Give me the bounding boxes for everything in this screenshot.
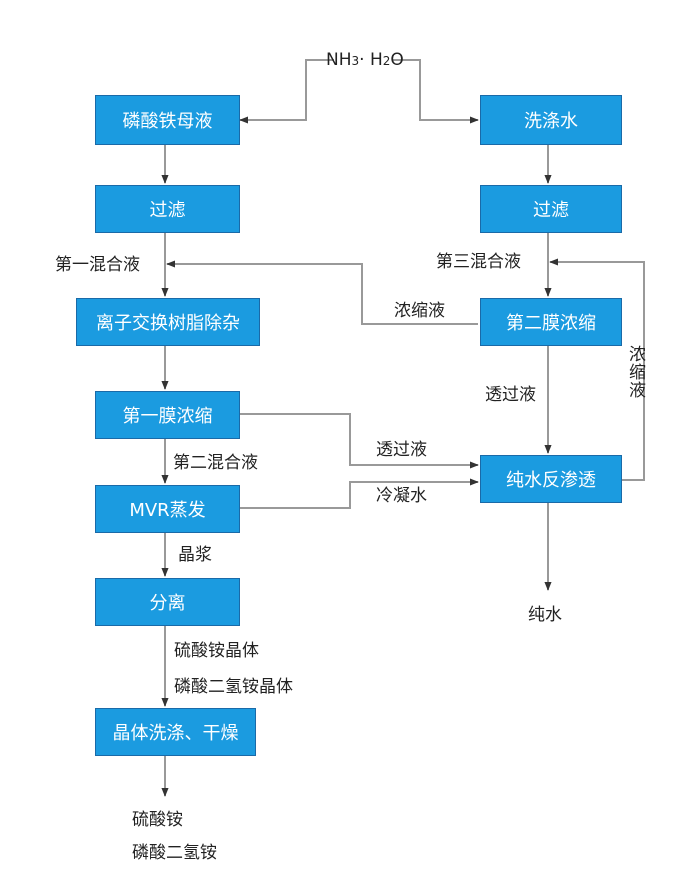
label-condensate: 冷凝水 bbox=[376, 486, 427, 506]
node-ro: 纯水反渗透 bbox=[480, 455, 622, 503]
label-crystal2: 磷酸二氢铵晶体 bbox=[174, 677, 293, 697]
node-wash-water: 洗涤水 bbox=[480, 95, 622, 145]
label-concentrate-left: 浓缩液 bbox=[394, 301, 445, 321]
nh3-h2o-label: NH3· H2O bbox=[326, 50, 404, 70]
permeate-to-ro-line bbox=[240, 413, 479, 469]
node-membrane2: 第二膜浓缩 bbox=[480, 298, 622, 346]
nh3-to-wash-water-line bbox=[392, 59, 479, 124]
label-mix2: 第二混合液 bbox=[173, 453, 258, 473]
node-filter-right: 过滤 bbox=[480, 185, 622, 233]
label-permeate-mid: 透过液 bbox=[376, 440, 427, 460]
node-mvr: MVR蒸发 bbox=[95, 485, 240, 533]
node-ion-exchange: 离子交换树脂除杂 bbox=[76, 298, 260, 346]
node-mother-liquor: 磷酸铁母液 bbox=[95, 95, 240, 145]
label-concentrate-vertical: 浓缩液 bbox=[625, 345, 645, 399]
label-permeate-right: 透过液 bbox=[485, 385, 536, 405]
label-crystal1: 硫酸铵晶体 bbox=[174, 641, 259, 661]
label-pure-water: 纯水 bbox=[528, 605, 562, 625]
condensate-to-ro-line bbox=[240, 478, 479, 509]
label-mix1: 第一混合液 bbox=[55, 255, 140, 275]
node-membrane1: 第一膜浓缩 bbox=[95, 391, 240, 439]
nh3-to-mother-liquor-line bbox=[239, 59, 334, 124]
label-product1: 硫酸铵 bbox=[132, 810, 183, 830]
label-product2: 磷酸二氢铵 bbox=[132, 843, 217, 863]
concentrate-to-mix1-line bbox=[166, 260, 478, 325]
node-crystal-wash: 晶体洗涤、干燥 bbox=[95, 708, 256, 756]
label-mix3: 第三混合液 bbox=[436, 252, 521, 272]
ro-concentrate-recycle-line bbox=[549, 258, 645, 481]
node-filter-left: 过滤 bbox=[95, 185, 240, 233]
label-slurry: 晶浆 bbox=[178, 545, 212, 565]
node-separation: 分离 bbox=[95, 578, 240, 626]
